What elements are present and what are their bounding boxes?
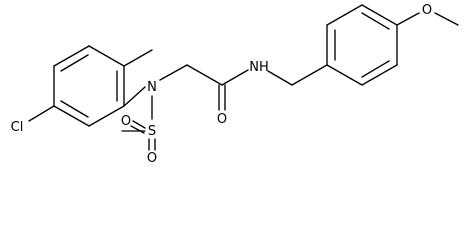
benzyl-ring-bond (291, 64, 328, 86)
sulfonyl-sulfur-label: S (148, 124, 156, 139)
methoxyphenyl-ring (326, 4, 398, 86)
chlorine-label: Cl (11, 120, 24, 135)
sulfonyl-oxygen-left-label: O (121, 114, 131, 129)
chloromethylphenyl-ring (53, 45, 125, 127)
aryl-methyl-bond (123, 49, 153, 67)
methylene-carbonyl-bond (186, 64, 223, 86)
carbonyl-oxygen-label: O (217, 112, 227, 127)
ring-methoxy-oxygen-bond (396, 12, 420, 26)
amide-nitrogen-benzyl-bond (267, 70, 293, 86)
chemical-structure: Cl N S O O O NH O (11, 3, 459, 165)
sulfur-oxygen-left-bond (132, 120, 146, 129)
nitrogen-methylene-bond (159, 64, 188, 81)
methoxy-oxygen-label: O (422, 3, 432, 18)
amide-nh-label: NH (249, 60, 269, 75)
chlorine-bond (28, 105, 55, 122)
sulfonyl-oxygen-bottom-label: O (147, 151, 157, 165)
sulfonamide-nitrogen-label: N (147, 80, 157, 95)
aryl-nitrogen-bond (123, 86, 146, 107)
methoxy-methyl-bond (434, 12, 459, 26)
sulfur-oxygen-left-bond-2 (130, 125, 145, 134)
carbonyl-amide-nitrogen-bond (221, 69, 249, 86)
